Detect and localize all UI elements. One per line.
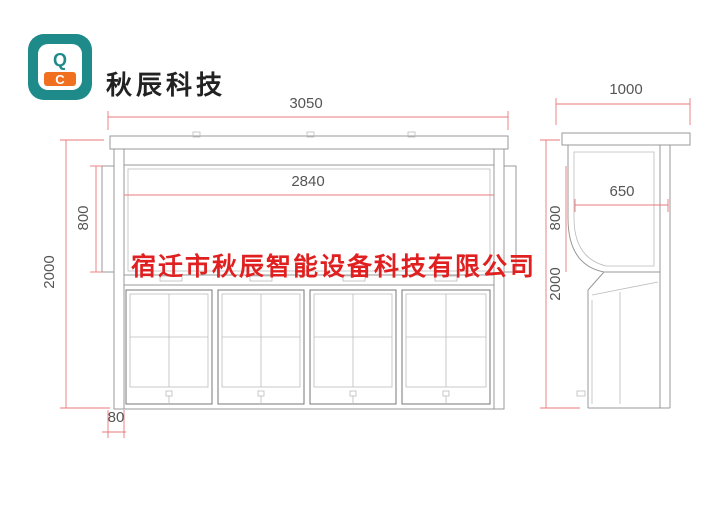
dim-front-width-total: 3050: [289, 95, 322, 112]
dim-front-height-total: 2000: [41, 255, 58, 288]
dim-side-height-total: 2000: [547, 267, 564, 300]
dim-front-height-upper: 800: [75, 205, 92, 230]
dim-side-height-upper: 800: [547, 205, 564, 230]
logo-letter-c: C: [55, 72, 65, 87]
front-view: [101, 131, 517, 410]
logo: Q C: [28, 34, 92, 100]
logo-letter-q: Q: [53, 50, 67, 70]
dim-front-width-inner: 2840: [291, 173, 324, 190]
side-dimensions: 1000 650 2000 800: [540, 81, 691, 409]
front-dimensions: 3050 2840 2000 800 80: [41, 95, 509, 438]
dim-front-base-offset: 80: [108, 409, 125, 426]
dim-side-depth-total: 1000: [609, 81, 642, 98]
brand-name: 秋辰科技: [106, 71, 226, 101]
company-watermark: 宿迁市秋辰智能设备科技有限公司: [131, 252, 536, 281]
dim-side-depth-upper: 650: [609, 183, 634, 200]
side-view: [561, 132, 691, 409]
